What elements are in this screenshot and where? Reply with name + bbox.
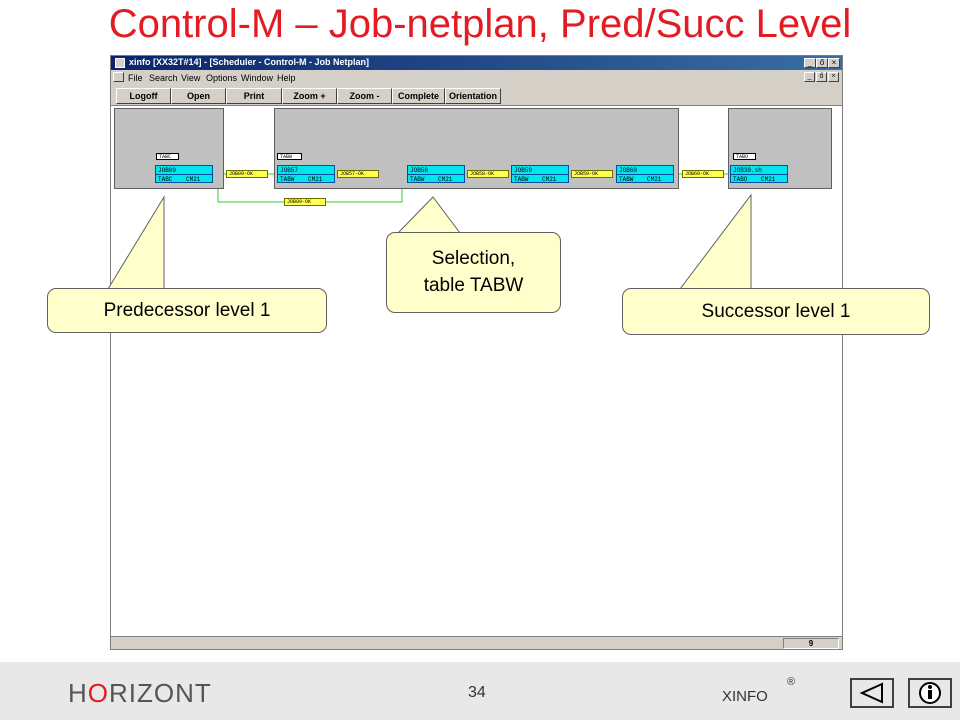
condition-job09-ok-lower[interactable]: JOB09-OK <box>284 198 326 206</box>
job-node-job60[interactable]: JOB60 TABW CM21 <box>616 165 674 183</box>
job-name: JOB09 <box>158 167 177 174</box>
condition-job60-ok[interactable]: JOB60-OK <box>682 170 724 178</box>
callout-selection: Selection, table TABW <box>386 232 561 313</box>
page-number: 34 <box>468 684 486 701</box>
close-button[interactable]: × <box>828 58 840 68</box>
child-restore-button[interactable]: ő <box>816 72 827 82</box>
condition-job58-ok[interactable]: JOB58-OK <box>467 170 509 178</box>
job-divider <box>156 174 212 175</box>
app-window: xinfo [XX32T#14] - [Scheduler - Control-… <box>110 55 843 650</box>
complete-button[interactable]: Complete <box>392 88 445 104</box>
footer: HORIZONT 34 XINFO ® <box>0 662 960 720</box>
back-arrow-icon <box>859 682 883 704</box>
job-name: JOB58 <box>410 167 429 174</box>
callout-successor-text: Successor level 1 <box>701 301 851 322</box>
table-label-tabc: TABC <box>156 153 179 160</box>
callout-successor: Successor level 1 <box>622 288 930 335</box>
callout-predecessor-text: Predecessor level 1 <box>103 300 271 321</box>
job-name: JOB30.sh <box>733 167 762 174</box>
job-divider <box>731 174 787 175</box>
brand-pre: H <box>68 678 88 708</box>
menu-window[interactable]: Window <box>241 73 274 83</box>
job-divider <box>408 174 464 175</box>
condition-job57-ok[interactable]: JOB57-OK <box>337 170 379 178</box>
job-node: CM21 <box>438 176 453 183</box>
child-close-button[interactable]: × <box>828 72 839 82</box>
slide-title: Control-M – Job-netplan, Pred/Succ Level <box>108 2 852 46</box>
zoom-out-button[interactable]: Zoom - <box>337 88 392 104</box>
app-icon <box>115 58 125 68</box>
job-node: CM21 <box>542 176 557 183</box>
child-minimize-button[interactable]: _ <box>804 72 815 82</box>
menu-file[interactable]: File <box>128 73 143 83</box>
job-node-job09[interactable]: JOB09 TABC CM21 <box>155 165 213 183</box>
menu-help[interactable]: Help <box>277 73 296 83</box>
job-table: TABW <box>410 176 425 183</box>
status-panel: 9 <box>783 638 839 649</box>
brand-post: RIZONT <box>109 678 212 708</box>
window-title: xinfo [XX32T#14] - [Scheduler - Control-… <box>129 57 370 67</box>
job-node-job57[interactable]: JOB57 TABW CM21 <box>277 165 335 183</box>
open-button[interactable]: Open <box>171 88 226 104</box>
job-node: CM21 <box>186 176 201 183</box>
callout-selection-line1: Selection, <box>431 248 516 269</box>
menu-view[interactable]: View <box>181 73 201 83</box>
menu-search[interactable]: Search <box>149 73 178 83</box>
doc-icon <box>113 72 124 82</box>
zoom-in-button[interactable]: Zoom + <box>282 88 337 104</box>
job-node-job30[interactable]: JOB30.sh TABO CM21 <box>730 165 788 183</box>
job-divider <box>278 174 334 175</box>
toolbar: Logoff Open Print Zoom + Zoom - Complete… <box>111 86 842 106</box>
product-name: XINFO <box>722 688 768 705</box>
back-button[interactable] <box>850 678 894 708</box>
job-node-job58[interactable]: JOB58 TABW CM21 <box>407 165 465 183</box>
condition-job09-ok[interactable]: JOB09-OK <box>226 170 268 178</box>
callout-selection-line2: table TABW <box>423 275 524 296</box>
print-button[interactable]: Print <box>226 88 282 104</box>
statusbar: 9 <box>111 636 842 649</box>
job-node: CM21 <box>308 176 323 183</box>
minimize-button[interactable]: _ <box>804 58 816 68</box>
callout-predecessor: Predecessor level 1 <box>47 288 327 333</box>
job-divider <box>512 174 568 175</box>
table-label-tabo: TABO <box>733 153 756 160</box>
job-node: CM21 <box>761 176 776 183</box>
brand-o: O <box>87 678 110 708</box>
info-button[interactable] <box>908 678 952 708</box>
job-name: JOB59 <box>514 167 533 174</box>
condition-job59-ok[interactable]: JOB59-OK <box>571 170 613 178</box>
registered-mark: ® <box>787 676 796 688</box>
netplan-canvas[interactable]: TABC TABW TABO JOB09 TABC CM21 JOB57 TAB… <box>111 106 842 636</box>
job-name: JOB60 <box>619 167 638 174</box>
window-titlebar: xinfo [XX32T#14] - [Scheduler - Control-… <box>111 56 842 70</box>
logoff-button[interactable]: Logoff <box>116 88 171 104</box>
brand-logo: HORIZONT <box>68 678 212 709</box>
job-name: JOB57 <box>280 167 299 174</box>
job-table: TABW <box>619 176 634 183</box>
info-icon <box>919 682 941 704</box>
job-table: TABO <box>733 176 748 183</box>
job-node-job59[interactable]: JOB59 TABW CM21 <box>511 165 569 183</box>
menu-options[interactable]: Options <box>206 73 238 83</box>
job-table: TABC <box>158 176 173 183</box>
job-table: TABW <box>280 176 295 183</box>
table-label-tabw: TABW <box>277 153 302 160</box>
job-table: TABW <box>514 176 529 183</box>
maximize-button[interactable]: ő <box>816 58 828 68</box>
menubar: File Search View Options Window Help _ ő… <box>111 70 842 86</box>
job-node: CM21 <box>647 176 662 183</box>
orientation-button[interactable]: Orientation <box>445 88 501 104</box>
job-divider <box>617 174 673 175</box>
